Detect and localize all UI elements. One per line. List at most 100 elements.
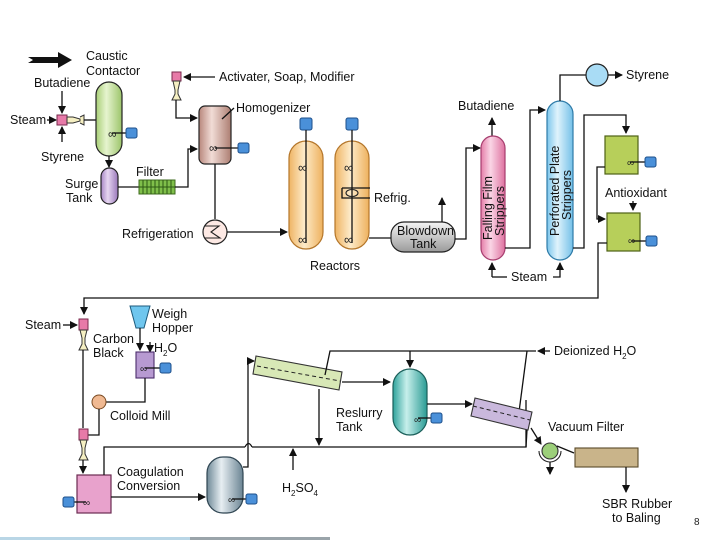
perforated-plate-label-2: Strippers (560, 170, 574, 220)
reactor1-motor-icon (299, 117, 313, 131)
blend-tank-1 (604, 135, 639, 175)
mill-to-mixer-line (88, 409, 100, 436)
steam-to-perforated-line (553, 262, 564, 278)
page-number: 8 (694, 517, 700, 528)
activator-label: Activater, Soap, Modifier (219, 70, 354, 84)
surge-tank-label-1: Surge (65, 177, 98, 191)
slide-footer-strip (190, 537, 330, 540)
dewatering-screen-1 (252, 355, 343, 391)
coagulation-tank (76, 474, 112, 514)
dryer-unit (574, 447, 639, 468)
latex-to-coagulation-line (80, 242, 607, 315)
motor-icon (644, 156, 657, 168)
coil-loop-icon (345, 188, 359, 198)
styrene-out-label: Styrene (626, 68, 669, 82)
slide-footer-strip (0, 537, 190, 540)
agitator-icon: ∞ (209, 141, 218, 155)
falling-film-stripper (480, 135, 506, 261)
vacuum-filter-drum (541, 442, 559, 460)
additive-to-homogenizer-line (175, 100, 198, 122)
sbr-rubber-label-2: to Baling (612, 511, 661, 525)
styrene-feed-label: Styrene (41, 150, 84, 164)
conversion-vessel (206, 456, 244, 514)
stripper-to-blend-line (573, 114, 630, 249)
agitator-icon: ∞ (83, 498, 90, 509)
styrene-receiver (585, 63, 609, 87)
coag-recycle-line (103, 446, 245, 475)
screen-mesh (256, 365, 341, 382)
colloid-mill (91, 394, 107, 410)
flow-direction-arrow (28, 52, 72, 68)
weigh-hopper (129, 305, 151, 329)
additive-ejector (171, 80, 182, 101)
falling-film-label-2: Strippers (493, 186, 507, 236)
exchanger-coil-icon (205, 225, 222, 239)
blend-tank-2-antioxidant (606, 212, 641, 252)
falling-film-label-1: Falling Film (481, 176, 495, 240)
carbon-black-label-1: Carbon (93, 332, 134, 346)
dewatering-screen-2 (470, 397, 533, 431)
motor-icon (62, 496, 75, 508)
motor-icon (645, 235, 658, 247)
additive-mixer-tee (171, 71, 182, 82)
refrigeration-label: Refrigeration (122, 227, 194, 241)
motor-icon (237, 142, 250, 154)
homogenizer-pointer (221, 107, 235, 120)
perforated-overhead-line (559, 74, 586, 101)
motor-icon (159, 362, 172, 374)
filter-to-homogenizer-line (175, 145, 198, 188)
butadiene-feed-label: Butadiene (34, 76, 90, 90)
reactors-label: Reactors (310, 259, 360, 273)
coagulation-label-1: Coagulation (117, 465, 184, 479)
motor-icon (430, 412, 443, 424)
filter-label: Filter (136, 165, 164, 179)
antioxidant-label: Antioxidant (605, 186, 667, 200)
h2so4-label: H2SO4 (282, 481, 319, 498)
mixer-to-mill-line (105, 378, 146, 403)
surge-tank-vessel (100, 167, 119, 205)
mixing-tee (56, 114, 68, 126)
perforated-plate-label-1: Perforated Plate (548, 146, 562, 236)
agitator-icon: ∞ (627, 158, 634, 169)
wash-to-screen2-line (518, 350, 528, 413)
butadiene-out-label: Butadiene (458, 99, 514, 113)
caustic-contactor-label-1: Caustic (86, 49, 128, 63)
agitator-icon: ∞ (228, 495, 235, 506)
vacuum-filter-label: Vacuum Filter (548, 420, 624, 434)
blowdown-tank (390, 221, 456, 253)
steam-mixer-tee (78, 318, 89, 331)
conversion-to-screen-line (243, 357, 255, 468)
agitator-icon: ∞ (108, 127, 117, 141)
falling-to-perforated-line (505, 106, 546, 249)
weigh-hopper-label-2: Hopper (152, 321, 193, 335)
weigh-hopper-label-1: Weigh (152, 307, 187, 321)
agitator-icon: ∞ (140, 364, 147, 375)
reslurry-tank (392, 368, 428, 436)
reslurry-label-2: Tank (336, 420, 363, 434)
steam-strippers-label: Steam (511, 270, 547, 284)
coag-mixer-tee (78, 428, 89, 441)
surge-tank-label-2: Tank (66, 191, 93, 205)
refrig-label: Refrig. (374, 191, 411, 205)
agitator-icon: ∞ (628, 236, 635, 247)
refrigeration-exchanger (202, 219, 228, 245)
vacuum-to-dryer-line (556, 445, 575, 454)
vacuum-filter-trough (538, 450, 562, 463)
carbon-black-label-2: Black (93, 346, 124, 360)
blowdown-tank-label-1: Blowdown (397, 224, 454, 238)
motor-icon (245, 493, 258, 505)
impeller-icon: ∞ (344, 160, 353, 175)
steam-ejector (78, 329, 89, 351)
reslurry-label-1: Reslurry (336, 406, 383, 420)
screen2-drain-line (525, 429, 528, 448)
impeller-icon: ∞ (344, 232, 353, 247)
ejector-nozzle (66, 114, 85, 126)
line-crossover (244, 442, 253, 448)
homogenizer-label: Homogenizer (236, 101, 310, 115)
impeller-icon: ∞ (298, 232, 307, 247)
wash-water-header (324, 350, 536, 376)
colloid-mill-label: Colloid Mill (110, 409, 170, 423)
motor-icon (125, 127, 138, 139)
screen2-to-vacuum-line (530, 427, 542, 445)
